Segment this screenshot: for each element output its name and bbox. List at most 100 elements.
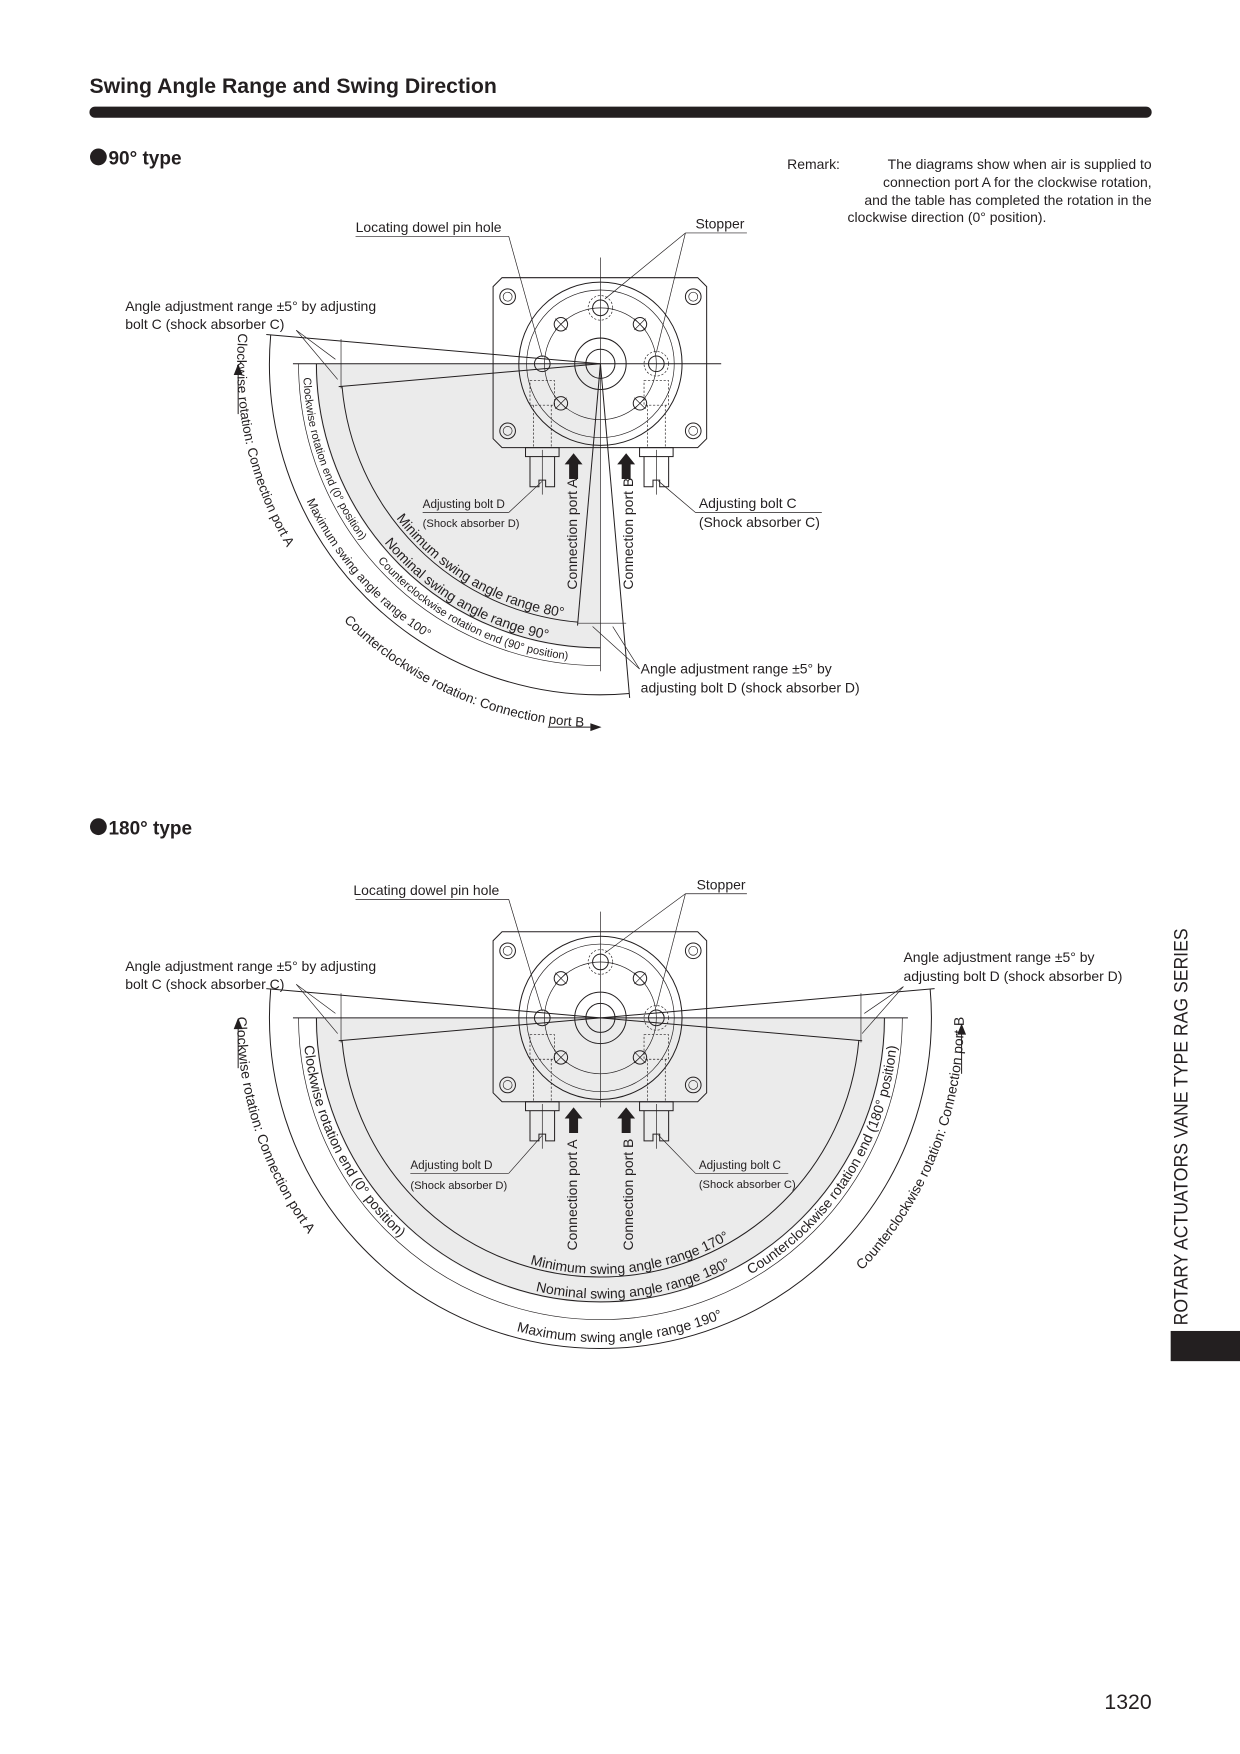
leader-line: [656, 893, 686, 1007]
leader-line: [864, 986, 904, 1014]
mounting-hole-icon: [499, 288, 516, 306]
tapped-hole-icon: [555, 972, 567, 985]
nominal-swing-arc: [315, 363, 601, 649]
bolt-c-label: Adjusting bolt C: [699, 495, 797, 511]
actuator-body: [492, 931, 708, 1103]
mounting-hole-icon: [688, 426, 699, 436]
mounting-hole-icon: [688, 291, 699, 302]
tapped-hole-icon: [555, 397, 567, 410]
adj-d-label: adjusting bolt D (shock absorber D): [903, 968, 1122, 984]
stopper-icon: [587, 949, 614, 975]
diagram-90-type: Minimum swing angle range 80° Nominal sw…: [125, 215, 860, 732]
bullet-icon: [90, 818, 107, 836]
min-swing-arc: [341, 386, 578, 623]
adjustment-limit-line: [577, 363, 601, 626]
leader-line: [508, 236, 543, 358]
cw-direction-arrow-icon: [957, 1023, 967, 1035]
section-heading-90: 90° type: [108, 149, 181, 170]
port-arrow-icon: [564, 1107, 583, 1134]
adjustment-limit-line: [338, 1017, 601, 1042]
side-tab-marker: [1170, 1330, 1240, 1362]
remark-line: clockwise direction (0° position).: [848, 209, 1047, 225]
mounting-hole-icon: [684, 422, 702, 440]
mounting-hole-icon: [499, 422, 516, 440]
tapped-hole-icon: [632, 1050, 648, 1065]
max-swing-arc: [268, 988, 932, 1349]
stopper-icon: [643, 351, 669, 377]
adj-c-label: bolt C (shock absorber C): [125, 316, 284, 332]
tapped-hole-icon: [634, 1051, 646, 1064]
remark-label: Remark:: [787, 156, 840, 172]
adj-d-label: Angle adjustment range ±5° by: [641, 661, 832, 677]
port-arrow-icon: [564, 453, 583, 479]
tapped-hole-icon: [553, 1050, 569, 1065]
mounting-hole-icon: [684, 942, 702, 960]
port-b-label: Connection port B: [620, 478, 636, 590]
leader-line: [508, 480, 543, 513]
tapped-hole-icon: [553, 317, 569, 332]
bolt-d-label: (Shock absorber D): [410, 1180, 507, 1192]
swing-area-shade: [315, 363, 601, 649]
remark-line: connection port A for the clockwise rota…: [883, 174, 1152, 190]
dowel-pin-label: Locating dowel pin hole: [356, 219, 502, 235]
remark-line: The diagrams show when air is supplied t…: [888, 156, 1152, 172]
adjustment-limit-line: [266, 334, 601, 365]
max-swing-label: Maximum swing angle range 190°: [516, 1306, 725, 1345]
tapped-hole-icon: [634, 397, 646, 410]
port-b-label: Connection port B: [620, 1139, 636, 1251]
hole-icon: [648, 355, 665, 373]
mounting-hole-icon: [499, 942, 516, 960]
cw-direction-arrow-icon: [233, 363, 243, 375]
adjustment-limit-line: [600, 988, 935, 1019]
adj-c-label: Angle adjustment range ±5° by adjusting: [125, 958, 376, 974]
stopper-icon: [587, 295, 614, 321]
nominal-swing-arc: [315, 1017, 885, 1303]
tapped-hole-icon: [632, 317, 648, 332]
leader-line: [296, 984, 338, 1034]
leader-line: [861, 986, 904, 1034]
actuator-body: [492, 277, 708, 449]
bolt-d-label: Adjusting bolt D: [410, 1159, 492, 1172]
tapped-hole-icon: [555, 318, 567, 331]
mounting-hole-icon: [502, 291, 513, 302]
hole-icon: [648, 1009, 665, 1027]
series-side-tab: ROTARY ACTUATORS VANE TYPE RAG SERIES: [1170, 928, 1192, 1325]
stopper-label: Stopper: [697, 876, 746, 892]
tapped-hole-icon: [553, 971, 569, 986]
leader-line: [658, 480, 696, 513]
tapped-hole-icon: [634, 972, 646, 985]
stopper-icon: [643, 1005, 669, 1031]
mounting-hole-icon: [684, 1076, 702, 1094]
adjustment-limit-line: [338, 363, 601, 388]
mounting-hole-icon: [502, 426, 513, 436]
adj-d-label: adjusting bolt D (shock absorber D): [641, 680, 860, 696]
min-swing-arc: [341, 1040, 860, 1278]
cw-direction-arrow-icon: [233, 1017, 243, 1030]
mounting-hole-icon: [684, 288, 702, 306]
page-title: Swing Angle Range and Swing Direction: [89, 74, 496, 98]
bolt-c-label: (Shock absorber C): [699, 1179, 796, 1191]
leader-line: [296, 330, 338, 380]
leader-line: [604, 232, 686, 300]
shock-absorber-hidden: [643, 380, 669, 406]
adjustment-limit-line: [266, 988, 601, 1019]
bolt-c-label: Adjusting bolt C: [699, 1159, 782, 1172]
adj-c-label: Angle adjustment range ±5° by adjusting: [125, 298, 376, 314]
page-number: 1320: [1104, 1690, 1151, 1714]
leader-line: [658, 1135, 696, 1174]
port-a-label: Connection port A: [564, 478, 580, 590]
leader-line: [508, 1135, 543, 1174]
ccw-direction-arrow-icon: [590, 723, 602, 732]
port-a-label: Connection port A: [564, 1139, 580, 1251]
remark-line: and the table has completed the rotation…: [864, 192, 1152, 208]
port-arrow-icon: [617, 1107, 636, 1134]
adjustment-limit-line: [600, 1017, 863, 1042]
shock-absorber-hidden: [529, 380, 555, 406]
leader-line: [296, 329, 336, 360]
bolt-c-label: (Shock absorber C): [699, 514, 820, 530]
leader-line: [656, 232, 686, 353]
mounting-hole-icon: [502, 1080, 513, 1090]
bolt-d-label: Adjusting bolt D: [423, 498, 505, 511]
tapped-hole-icon: [634, 318, 646, 331]
